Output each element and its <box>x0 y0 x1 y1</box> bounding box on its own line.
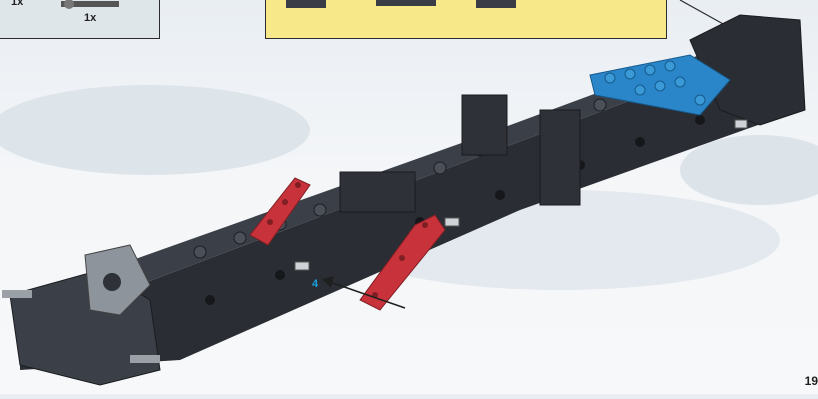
pin <box>735 120 747 128</box>
axle-left <box>2 290 32 298</box>
page-number: 19 <box>805 374 818 388</box>
pin <box>295 262 309 270</box>
tall-brick <box>540 110 580 205</box>
bracket-hole <box>103 273 121 291</box>
callout-pointer <box>680 0 725 25</box>
axle-right <box>130 355 160 363</box>
pin <box>445 218 459 226</box>
tall-brick <box>462 95 507 155</box>
stacked-plates <box>340 172 415 212</box>
pin-count-label: 4 <box>312 278 318 290</box>
